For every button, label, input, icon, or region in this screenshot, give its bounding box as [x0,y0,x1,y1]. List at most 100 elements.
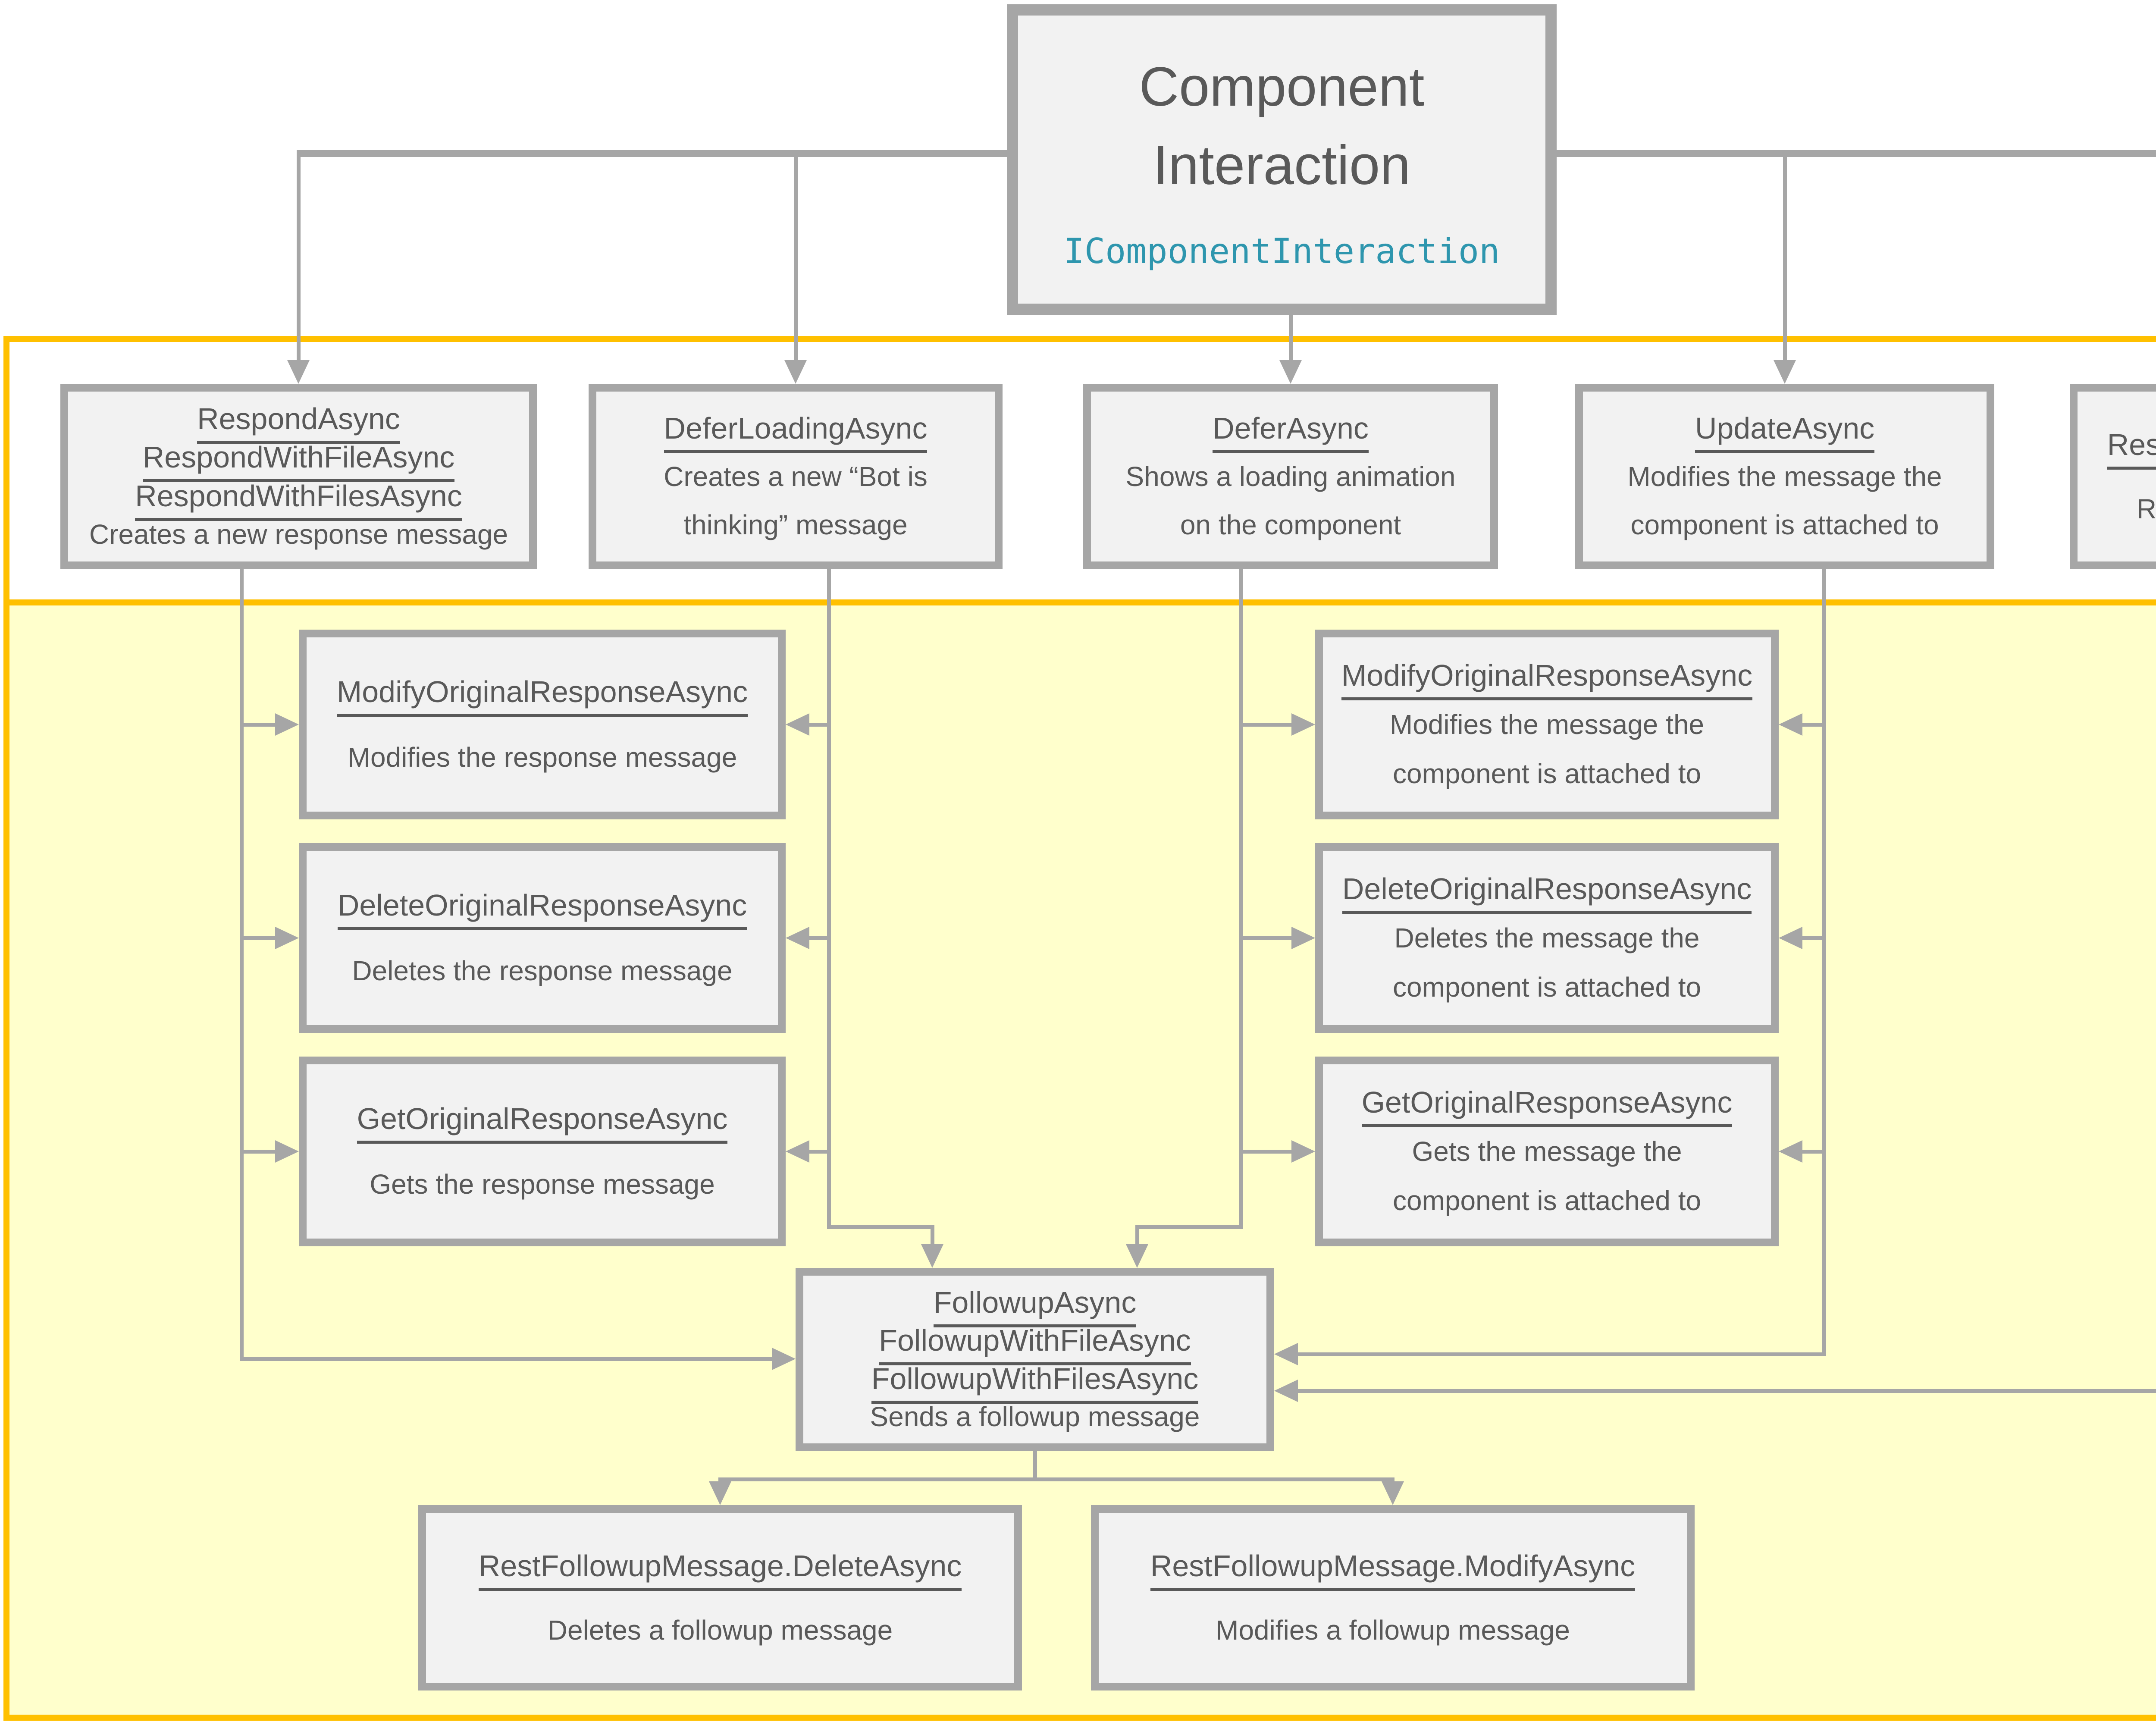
connector-line [297,150,1007,157]
root-title-line: Component [1139,56,1425,118]
method-name: GetOriginalResponseAsync [357,1101,728,1144]
root-title: Component Interaction [1139,48,1425,205]
connector-line [1802,936,1824,940]
connector-line [1298,1389,2156,1393]
method-name: DeleteOriginalResponseAsync [1342,872,1752,914]
connector-line [1239,569,1243,1229]
connector-line [809,936,830,940]
connector-line [1802,723,1824,727]
method-name: RespondWithModalAsync [2107,427,2156,470]
connector-line [794,157,798,361]
arrowhead-down-icon [709,1481,731,1505]
connector-line [240,569,244,1361]
connector-line [1241,723,1291,727]
arrowhead-right-icon [772,1348,796,1370]
arrowhead-down-icon [1279,360,1302,384]
connector-line [240,1150,275,1154]
box-delete-original-response-left: DeleteOriginalResponseAsync Deletes the … [299,843,786,1033]
method-description: Modifies the response message [347,742,737,773]
method-description: Deletes a followup message [547,1614,893,1646]
connector-line [1298,1352,1826,1356]
method-description: Sends a followup message [870,1401,1200,1433]
arrowhead-down-icon [287,360,310,384]
connector-line [809,1150,830,1154]
connector-line [1802,1150,1824,1154]
box-respond-async: RespondAsync RespondWithFileAsync Respon… [60,384,537,569]
arrowhead-right-icon [1291,927,1315,949]
arrowhead-right-icon [1291,1140,1315,1163]
box-get-original-response-right: GetOriginalResponseAsync Gets the messag… [1315,1057,1779,1246]
box-update-async: UpdateAsync Modifies the message the com… [1575,384,1994,569]
method-name: FollowupWithFileAsync [879,1323,1191,1366]
method-description: Deletes the message the [1394,922,1700,954]
arrowhead-right-icon [1291,713,1315,736]
arrowhead-down-icon [784,360,807,384]
arrowhead-left-icon [786,713,809,736]
method-description: Creates a new response message [89,519,508,550]
method-description: Modifies a followup message [1216,1614,1570,1646]
method-name: ModifyOriginalResponseAsync [1341,658,1753,700]
method-description: Gets the message the [1412,1136,1682,1167]
arrowhead-left-icon [786,1140,809,1163]
arrowhead-left-icon [786,927,809,949]
method-description: component is attached to [1392,758,1702,790]
component-interaction-box: Component Interaction IComponentInteract… [1007,4,1557,315]
connector-line [1135,1227,1139,1246]
method-name: UpdateAsync [1695,411,1875,454]
arrowhead-down-icon [1382,1481,1404,1505]
method-name: DeleteOriginalResponseAsync [337,888,747,930]
arrowhead-left-icon [1779,1140,1802,1163]
method-description: Shows a loading animation [1125,461,1456,492]
method-description: Modifies the message the [1627,461,1942,492]
method-name: GetOriginalResponseAsync [1361,1085,1733,1127]
box-defer-loading-async: DeferLoadingAsync Creates a new “Bot is … [589,384,1003,569]
method-name: RestFollowupMessage.ModifyAsync [1150,1549,1636,1591]
box-get-original-response-left: GetOriginalResponseAsync Gets the respon… [299,1057,786,1246]
method-description: Deletes the response message [352,955,733,987]
method-name: ModifyOriginalResponseAsync [336,674,748,717]
method-name: FollowupAsync [933,1285,1137,1327]
method-name: RespondAsync [197,401,400,444]
connector-line [1033,1451,1037,1481]
box-rest-followup-delete-async: RestFollowupMessage.DeleteAsync Deletes … [418,1505,1022,1690]
connector-line [297,157,301,361]
arrowhead-right-icon [275,927,299,949]
connector-line [1135,1225,1243,1229]
box-respond-with-modal-async: RespondWithModalAsync Responds with a mo… [2070,384,2156,569]
arrowhead-down-icon [1126,1244,1148,1268]
method-description: Gets the response message [370,1169,715,1200]
connector-line [1241,1150,1291,1154]
box-followup-async: FollowupAsync FollowupWithFileAsync Foll… [796,1268,1274,1451]
connector-line [240,723,275,727]
method-description: Responds with a modal [2136,493,2156,524]
method-name: RespondWithFileAsync [142,440,455,483]
box-modify-original-response-left: ModifyOriginalResponseAsync Modifies the… [299,630,786,819]
box-rest-followup-modify-async: RestFollowupMessage.ModifyAsync Modifies… [1091,1505,1695,1690]
method-description: on the component [1180,509,1401,540]
method-name: DeferAsync [1213,411,1369,454]
arrowhead-right-icon [275,1140,299,1163]
arrowhead-right-icon [275,713,299,736]
arrowhead-down-icon [921,1244,943,1268]
method-name: RestFollowupMessage.DeleteAsync [478,1549,962,1591]
method-description: component is attached to [1392,1185,1702,1217]
arrowhead-left-icon [1274,1343,1298,1365]
connector-line [240,936,275,940]
method-description: Modifies the message the [1389,709,1705,740]
connector-line [240,1357,772,1361]
connector-line [809,723,830,727]
method-description: component is attached to [1630,509,1939,540]
box-modify-original-response-right: ModifyOriginalResponseAsync Modifies the… [1315,630,1779,819]
arrowhead-left-icon [1779,927,1802,949]
method-description: thinking” message [683,509,908,540]
box-delete-original-response-right: DeleteOriginalResponseAsync Deletes the … [1315,843,1779,1033]
connector-line [1241,936,1291,940]
connector-line [827,569,831,1229]
root-title-line: Interaction [1153,134,1411,196]
connector-line [931,1227,934,1246]
method-name: RespondWithFilesAsync [135,479,462,521]
connector-line [1557,150,2156,157]
box-defer-async: DeferAsync Shows a loading animation on … [1083,384,1498,569]
method-description: component is attached to [1392,972,1702,1003]
root-interface-name: IComponentInteraction [1063,231,1500,271]
